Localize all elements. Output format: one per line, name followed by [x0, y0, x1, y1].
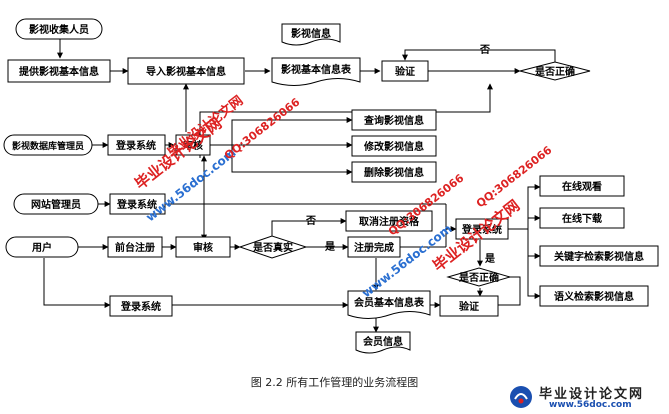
node-reg-done: 注册完成	[347, 236, 401, 258]
svg-text:提供影视基本信息: 提供影视基本信息	[19, 65, 99, 78]
node-cancel-reg: 取消注册资格	[345, 210, 433, 232]
svg-text:网站管理员: 网站管理员	[31, 198, 81, 211]
node-download: 在线下载	[539, 207, 625, 229]
svg-text:会员信息: 会员信息	[363, 335, 403, 348]
node-film-info-table: 影视基本信息表	[271, 57, 361, 86]
figure-caption: 图 2.2 所有工作管理的业务流程图	[250, 376, 419, 389]
node-is-real: 是否真实	[238, 235, 308, 259]
logo-mark-icon	[510, 386, 532, 408]
svg-text:是否真实: 是否真实	[252, 241, 293, 254]
svg-text:验证: 验证	[395, 65, 415, 78]
node-login-3: 登录系统	[109, 295, 173, 317]
svg-text:审核: 审核	[193, 241, 213, 254]
watermarks: 毕业设计论文网 www.56doc.com QQ:306826066 QQ:30…	[131, 93, 554, 301]
node-web-admin: 网站管理员	[13, 193, 99, 215]
svg-text:会员基本信息表: 会员基本信息表	[354, 296, 425, 309]
svg-text:是否正确: 是否正确	[534, 65, 575, 78]
svg-text:语义检索影视信息: 语义检索影视信息	[554, 290, 634, 303]
node-modify: 修改影视信息	[351, 135, 437, 157]
svg-text:注册完成: 注册完成	[354, 241, 394, 254]
node-provide-info: 提供影视基本信息	[7, 59, 111, 83]
node-watch: 在线观看	[539, 175, 625, 197]
svg-text:审核: 审核	[183, 139, 203, 152]
svg-text:登录系统: 登录系统	[115, 139, 156, 152]
node-query: 查询影视信息	[351, 109, 437, 131]
node-verify-2: 验证	[439, 295, 499, 317]
node-collector: 影视收集人员	[15, 18, 103, 40]
svg-text:影视信息: 影视信息	[291, 27, 331, 40]
node-import-info: 导入影视基本信息	[127, 57, 245, 85]
node-verify-1: 验证	[381, 60, 429, 82]
connectors	[43, 39, 556, 333]
svg-text:导入影视基本信息: 导入影视基本信息	[146, 65, 226, 78]
node-keyword-search: 关键字检索影视信息	[539, 245, 659, 267]
svg-text:登录系统: 登录系统	[120, 300, 161, 313]
node-signup: 前台注册	[107, 236, 163, 258]
svg-text:影视数据库管理员: 影视数据库管理员	[12, 140, 84, 152]
node-db-admin: 影视数据库管理员	[3, 134, 93, 156]
site-logo: 毕业设计论文网 www.56doc.com	[505, 383, 665, 411]
label-no-1: 否	[479, 44, 490, 56]
node-login-2: 登录系统	[109, 193, 166, 215]
label-yes-1: 是	[324, 241, 335, 253]
logo-url: www.56doc.com	[549, 400, 632, 410]
svg-text:查询影视信息: 查询影视信息	[363, 114, 424, 127]
node-film-info-doc: 影视信息	[281, 23, 341, 46]
node-correct-2: 是否正确	[446, 267, 512, 287]
node-delete: 删除影视信息	[351, 161, 437, 183]
svg-text:是否正确: 是否正确	[458, 271, 499, 284]
label-no-2: 否	[305, 215, 316, 227]
svg-text:影视基本信息表: 影视基本信息表	[281, 63, 352, 76]
svg-text:修改影视信息: 修改影视信息	[363, 140, 424, 153]
node-login-4: 登录系统	[455, 218, 509, 240]
node-login-1: 登录系统	[107, 134, 166, 156]
node-user: 用户	[5, 236, 79, 258]
node-correct-1: 是否正确	[519, 61, 591, 81]
svg-text:在线下载: 在线下载	[562, 212, 602, 225]
svg-text:影视收集人员: 影视收集人员	[29, 23, 89, 36]
svg-text:验证: 验证	[459, 300, 479, 313]
node-semantic-search: 语义检索影视信息	[539, 285, 649, 307]
svg-text:用户: 用户	[31, 241, 52, 254]
node-member-table: 会员基本信息表	[347, 290, 431, 319]
svg-text:删除影视信息: 删除影视信息	[364, 166, 424, 179]
svg-text:在线观看: 在线观看	[562, 180, 602, 193]
node-member-info: 会员信息	[355, 331, 411, 354]
svg-text:登录系统: 登录系统	[461, 223, 502, 236]
svg-text:前台注册: 前台注册	[115, 241, 155, 254]
label-yes-2: 是	[484, 253, 495, 265]
logo-title: 毕业设计论文网	[539, 387, 645, 402]
node-review-2: 审核	[175, 236, 231, 258]
svg-text:取消注册资格: 取消注册资格	[359, 215, 420, 228]
svg-text:登录系统: 登录系统	[116, 198, 157, 211]
node-review-1: 审核	[175, 134, 211, 156]
svg-text:关键字检索影视信息: 关键字检索影视信息	[554, 250, 644, 263]
